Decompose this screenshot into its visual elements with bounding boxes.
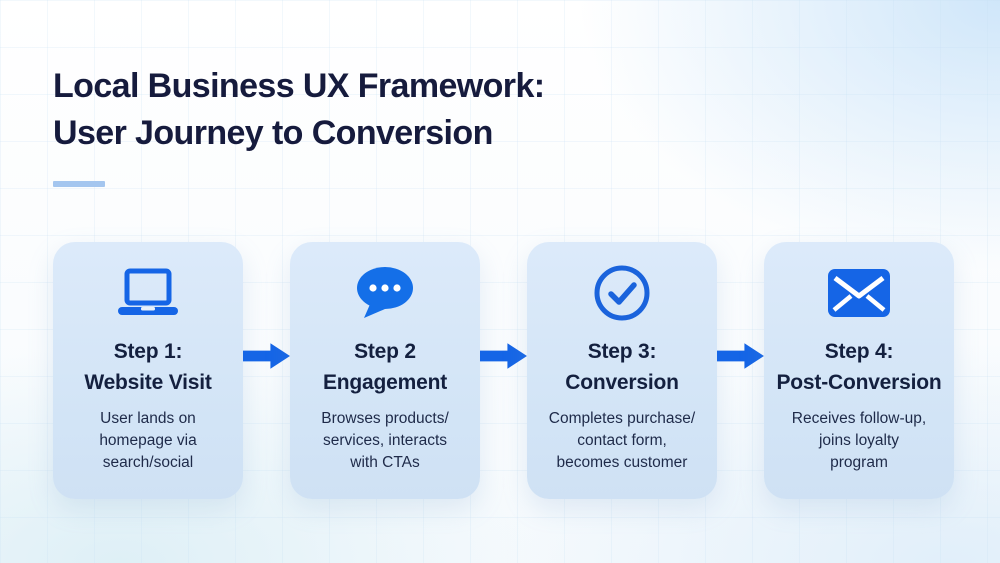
step-description: Browses products/ services, interacts wi… [321,410,449,471]
step-heading: Step 3: Conversion [565,340,679,394]
arrow-icon [480,242,527,499]
step-heading: Step 2 Engagement [322,340,448,394]
laptop-icon [53,265,243,321]
step-description: User lands on homepage via search/social [99,410,197,471]
step-card-engagement: Step 2 Engagement Browses products/ serv… [290,242,480,499]
step-heading: Step 1: Website Visit [84,340,212,394]
step-heading: Step 4: Post-Conversion [776,340,942,394]
arrow-icon [717,242,764,499]
steps-row: Step 1: Website Visit User lands on home… [53,242,954,499]
step-description: Completes purchase/ contact form, become… [548,410,696,471]
page-title: Local Business UX Framework: User Journe… [53,67,545,152]
step-card-website-visit: Step 1: Website Visit User lands on home… [53,242,243,499]
arrow-icon [243,242,290,499]
check-circle-icon [527,265,717,321]
chat-bubble-icon [290,265,480,321]
mail-icon [764,265,954,321]
title-underline [53,181,105,187]
step-card-conversion: Step 3: Conversion Completes purchase/ c… [527,242,717,499]
step-description: Receives follow-up, joins loyalty progra… [791,410,927,471]
step-card-post-conversion: Step 4: Post-Conversion Receives follow-… [764,242,954,499]
